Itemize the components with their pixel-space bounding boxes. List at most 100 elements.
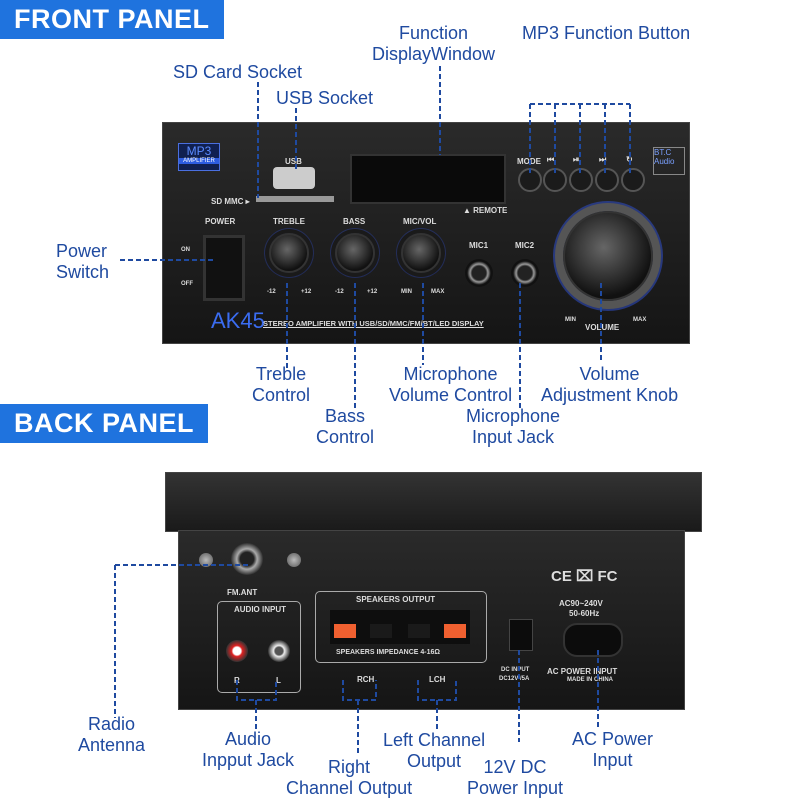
callout-sd-card: SD Card Socket <box>173 62 303 82</box>
callout-radio-l1: Radio <box>88 714 136 734</box>
bass-knob[interactable] <box>335 233 375 273</box>
back-chassis-top <box>165 472 702 532</box>
speaker-terminals <box>330 610 470 644</box>
back-panel-device: FM.ANT AUDIO INPUT R L SPEAKERS OUTPUT S… <box>178 530 685 710</box>
bt-logo: BT.C Audio <box>653 147 685 175</box>
callout-micjack-l1: Microphone <box>466 406 561 426</box>
callout-right-l2: Channel Output <box>286 778 413 798</box>
callout-power-l2: Switch <box>56 262 110 282</box>
off-label: OFF <box>181 281 193 287</box>
play-pause-button[interactable] <box>569 168 593 192</box>
callout-treble-l1: Treble <box>255 364 307 384</box>
prev-icon: ⏮ <box>547 155 555 164</box>
treble-knob[interactable] <box>269 233 309 273</box>
bass-label: BASS <box>343 217 366 226</box>
treble-max: +12 <box>301 289 312 295</box>
next-button[interactable] <box>595 168 619 192</box>
callout-ac-l1: AC Power <box>572 729 654 749</box>
callout-volume-l1: Volume <box>579 364 640 384</box>
callout-bass-l2: Control <box>316 427 375 447</box>
screw <box>199 553 213 567</box>
callout-micjack-l2: Input Jack <box>472 427 555 447</box>
callout-mp3-buttons: MP3 Function Button <box>522 23 691 43</box>
bass-max: +12 <box>367 289 378 295</box>
callout-treble-l2: Control <box>252 385 311 405</box>
sd-card-socket[interactable] <box>256 196 334 202</box>
callout-audio-l1: Audio <box>225 729 272 749</box>
back-panel-banner: BACK PANEL <box>0 404 208 443</box>
callout-left-l2: Output <box>407 751 462 771</box>
lch-minus-terminal[interactable] <box>408 624 430 638</box>
mic1-jack[interactable] <box>465 259 493 287</box>
play-pause-icon: ⏯ <box>573 155 580 164</box>
callout-micvol-l1: Microphone <box>403 364 498 384</box>
remote-label: ▲ REMOTE <box>463 206 508 215</box>
prev-button[interactable] <box>543 168 567 192</box>
l-label: L <box>276 676 281 685</box>
power-switch[interactable] <box>203 235 245 301</box>
volume-knob[interactable] <box>563 211 653 301</box>
rch-plus-terminal[interactable] <box>334 624 356 638</box>
rca-right-jack[interactable] <box>226 640 248 662</box>
callout-right-l1: Right <box>328 757 371 777</box>
micvol-max: MAX <box>431 289 445 295</box>
repeat-icon: ↻ <box>626 155 633 164</box>
certification-marks: CE ⌧ FC <box>551 568 618 585</box>
mode-button[interactable] <box>518 168 542 192</box>
treble-label: TREBLE <box>273 217 305 226</box>
callout-display-l1: Function <box>399 23 469 43</box>
usb-socket[interactable] <box>273 167 315 189</box>
speakers-label: SPEAKERS OUTPUT <box>356 595 436 604</box>
rch-minus-terminal[interactable] <box>370 624 392 638</box>
mode-label: MODE <box>517 157 541 166</box>
treble-min: -12 <box>267 289 276 295</box>
r-label: R <box>234 676 240 685</box>
dc-rating-label: DC12V /5A <box>499 676 530 682</box>
callout-ac-l2: Input <box>592 750 633 770</box>
ac-voltage-label: AC90~240V <box>559 599 603 608</box>
rch-label: RCH <box>357 675 375 684</box>
volume-min: MIN <box>565 317 576 323</box>
repeat-button[interactable] <box>621 168 645 192</box>
mic-volume-knob[interactable] <box>401 233 441 273</box>
audio-input-label: AUDIO INPUT <box>234 605 286 614</box>
fm-label: FM.ANT <box>227 588 258 597</box>
screw <box>287 553 301 567</box>
callout-dc-l2: Power Input <box>467 778 564 798</box>
callout-radio-l2: Antenna <box>78 735 146 755</box>
bass-min: -12 <box>335 289 344 295</box>
model-logo: AK45 <box>211 308 265 333</box>
callout-volume-l2: Adjustment Knob <box>541 385 679 405</box>
ac-power-socket[interactable] <box>563 623 623 657</box>
lch-plus-terminal[interactable] <box>444 624 466 638</box>
mp3-badge-sub: AMPLIFIER <box>179 158 219 164</box>
dc-input-socket[interactable] <box>509 619 533 651</box>
fm-antenna-socket[interactable] <box>231 543 263 575</box>
callout-audio-l2: Inpput Jack <box>202 750 295 770</box>
usb-label: USB <box>285 157 302 166</box>
dc-input-label: DC INPUT <box>501 667 530 673</box>
mic1-label: MIC1 <box>469 241 489 250</box>
audio-input-box: AUDIO INPUT R L <box>217 601 301 693</box>
ac-frequency-label: 50-60Hz <box>569 609 600 618</box>
mic2-jack[interactable] <box>511 259 539 287</box>
ac-input-label: AC POWER INPUT <box>547 667 618 676</box>
sd-label: SD MMC ▸ <box>211 197 250 206</box>
callout-bass-l1: Bass <box>325 406 366 426</box>
on-label: ON <box>181 247 190 253</box>
rca-left-jack[interactable] <box>268 640 290 662</box>
tagline: STEREO AMPLIFIER WITH USB/SD/MMC/FM/BT/L… <box>263 319 484 328</box>
function-display <box>350 154 506 204</box>
front-panel-banner: FRONT PANEL <box>0 0 224 39</box>
volume-max: MAX <box>633 317 647 323</box>
callout-left-l1: Left Channel <box>383 730 486 750</box>
volume-label: VOLUME <box>585 323 620 332</box>
